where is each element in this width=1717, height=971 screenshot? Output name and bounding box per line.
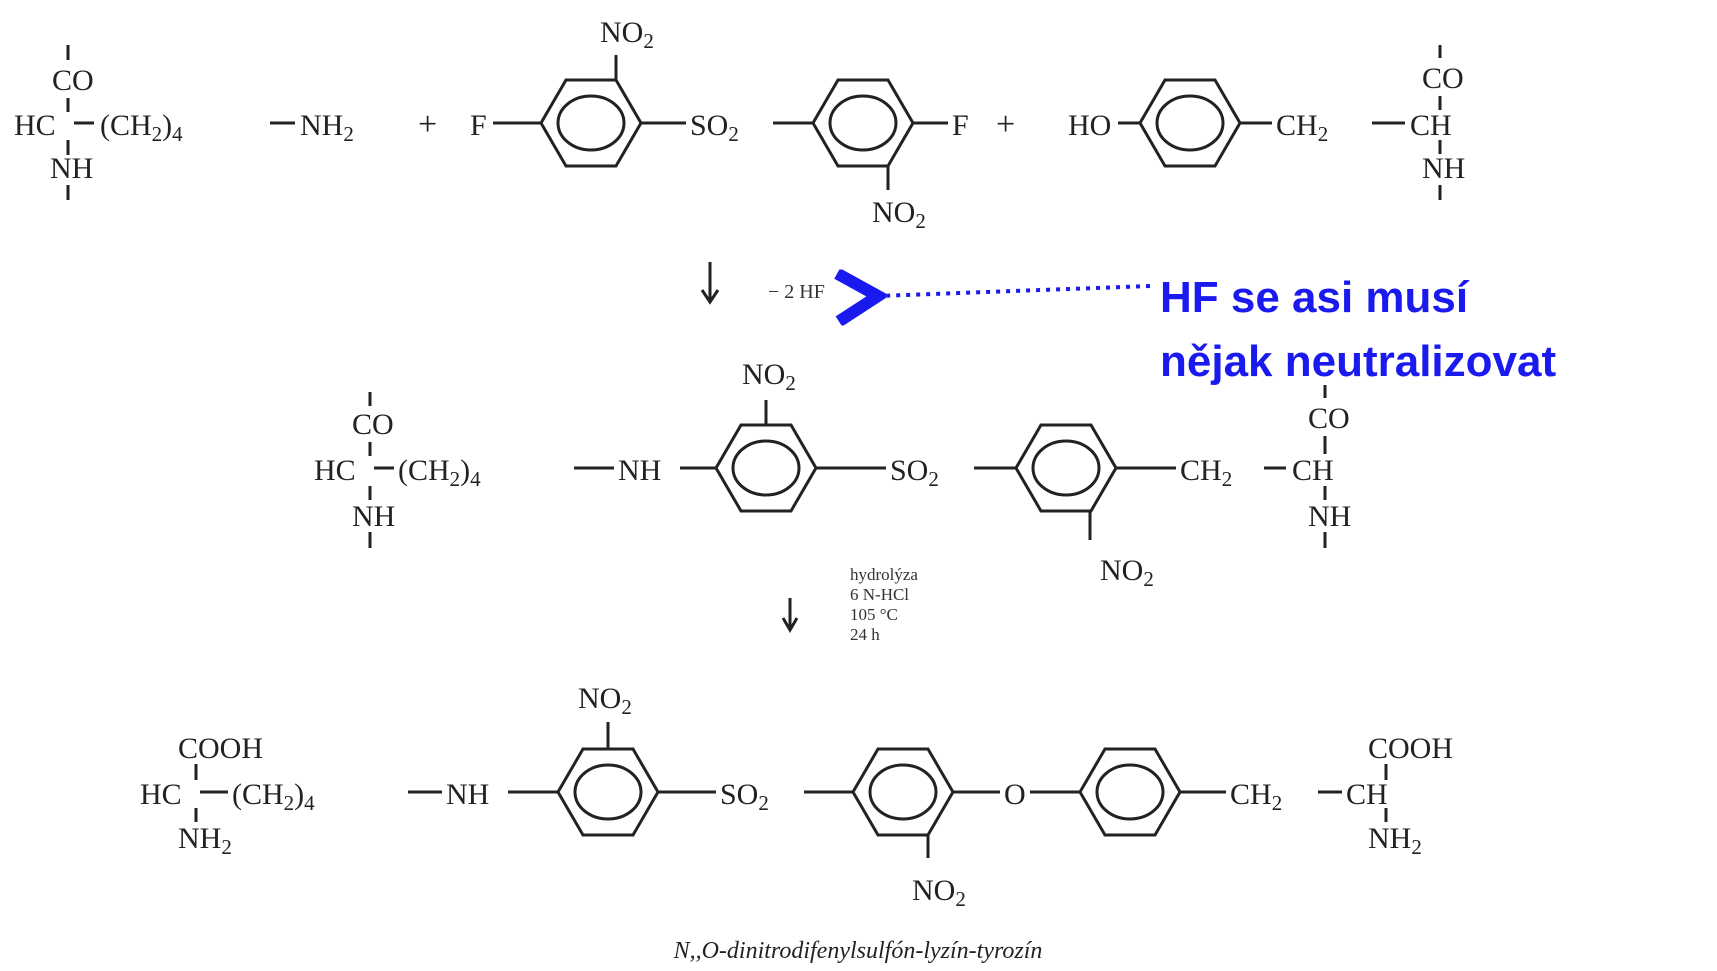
int-co: CO [352,408,394,441]
prod-chain: (CH2)4 [232,778,315,815]
int-nh-bottom: NH [352,500,395,533]
prod-so2: SO2 [720,778,769,815]
lys-amine: NH2 [300,109,354,146]
prod-ether-o: O [1004,778,1026,811]
prod-ring-3 [1078,747,1182,837]
reactant-lysine: CO HC (CH2)4 NH2 NH [14,45,354,200]
product-structure: COOH HC (CH2)4 NH NH2 NO2 SO2 NO2 O CH2 … [140,682,1453,911]
int-right-ch: CH [1292,454,1334,487]
reagent-ring-1 [539,78,643,168]
step2-conditions: hydrolýza 6 N-HCl 105 °C 24 h [850,565,918,644]
prod-no2-top: NO2 [578,682,632,719]
prod-right-cooh: COOH [1368,732,1453,765]
reagent-so2: SO2 [690,109,739,146]
int-so2: SO2 [890,454,939,491]
prod-ring-2 [851,747,955,837]
int-ring-1 [714,423,818,513]
int-chain: (CH2)4 [398,454,481,491]
reagent-no2-bottom: NO2 [872,196,926,233]
prod-cooh: COOH [178,732,263,765]
reagent-ring-2 [811,78,915,168]
reagent-dfdnps: F NO2 SO2 F NO2 [470,16,969,233]
annotation-arrow [878,286,1151,296]
step1-label: − 2 HF [768,281,825,303]
prod-right-nh2: NH2 [1368,822,1422,859]
int-no2-bottom: NO2 [1100,554,1154,591]
tyr-ch2: CH2 [1276,109,1328,146]
step2-line-2: 6 N-HCl [850,585,909,604]
reactant-tyrosine: HO CH2 CO CH NH [1068,45,1465,200]
plus-sign-2: + [996,106,1015,143]
int-hc: HC [314,454,356,487]
int-nh: NH [618,454,661,487]
reagent-f-left: F [470,109,487,142]
tyr-ch: CH [1410,109,1452,142]
reagent-no2-top: NO2 [600,16,654,53]
step2-line-3: 105 °C [850,605,898,624]
prod-ch2: CH2 [1230,778,1282,815]
prod-no2-bottom: NO2 [912,874,966,911]
intermediate-structure: CO HC (CH2)4 NH NH NO2 SO2 CH2 NO2 CO CH… [314,358,1351,591]
step2-arrow [781,598,799,633]
lys-chain: (CH2)4 [100,109,183,146]
prod-nh: NH [446,778,489,811]
prod-right-ch: CH [1346,778,1388,811]
int-right-nh: NH [1308,500,1351,533]
tyr-co: CO [1422,62,1464,95]
prod-ring-1 [556,747,660,837]
tyr-ho: HO [1068,109,1111,142]
int-right-co: CO [1308,402,1350,435]
tyr-nh: NH [1422,152,1465,185]
prod-hc: HC [140,778,182,811]
annotation-line-2: nějak neutralizovat [1160,337,1556,386]
lys-hc: HC [14,109,56,142]
plus-sign-1: + [418,106,437,143]
int-no2-top: NO2 [742,358,796,395]
step2-line-4: 24 h [850,625,880,644]
lys-co: CO [52,64,94,97]
lys-nh: NH [50,152,93,185]
prod-nh2: NH2 [178,822,232,859]
step2-line-1: hydrolýza [850,565,918,584]
step1-arrow [700,262,720,305]
reagent-f-right: F [952,109,969,142]
int-ch2: CH2 [1180,454,1232,491]
tyr-ring [1138,78,1242,168]
int-ring-2 [1014,423,1118,513]
product-caption: N,,O-dinitrodifenylsulfón-lyzín-tyrozín [673,938,1043,964]
annotation-line-1: HF se asi musí [1160,273,1470,322]
